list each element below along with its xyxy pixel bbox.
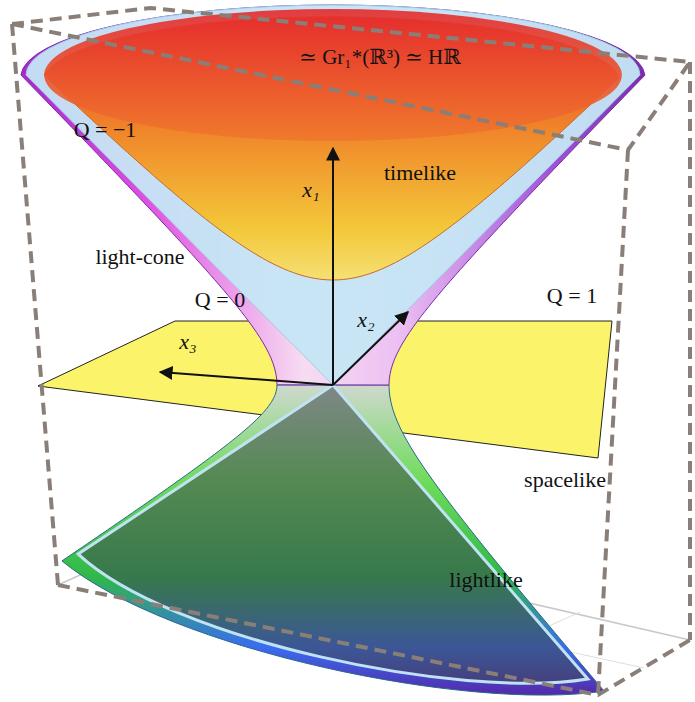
lower-cone [78,385,588,683]
axis-arrow [160,372,333,385]
box-front [12,8,690,695]
box-edge [12,24,58,585]
light-cone-surface [26,5,640,385]
q-value: Q = 0 [195,288,245,312]
box-top [12,8,690,150]
box-edge [688,62,692,640]
lower-sheet [62,385,604,695]
region-label: light-cone [95,245,184,269]
one-sheet-hyperboloid [21,5,645,385]
region-label: spacelike [524,468,606,492]
region-label: lightlike [449,568,522,592]
region-label: timelike [384,161,456,185]
axis-label: x₃ [179,330,196,354]
q-value: Q = −1 [74,118,137,142]
box-edge [598,150,628,695]
q-value: Q = 1 [547,284,597,308]
box-bottom [58,585,690,695]
set-label: ≃ Gr₁*(ℝ³) ≃ Hℝ [299,46,460,69]
surfaces [21,5,645,695]
axis-label: x₂ [357,308,374,332]
axis-arrow [332,148,334,385]
axis-label: x₁ [302,178,319,202]
